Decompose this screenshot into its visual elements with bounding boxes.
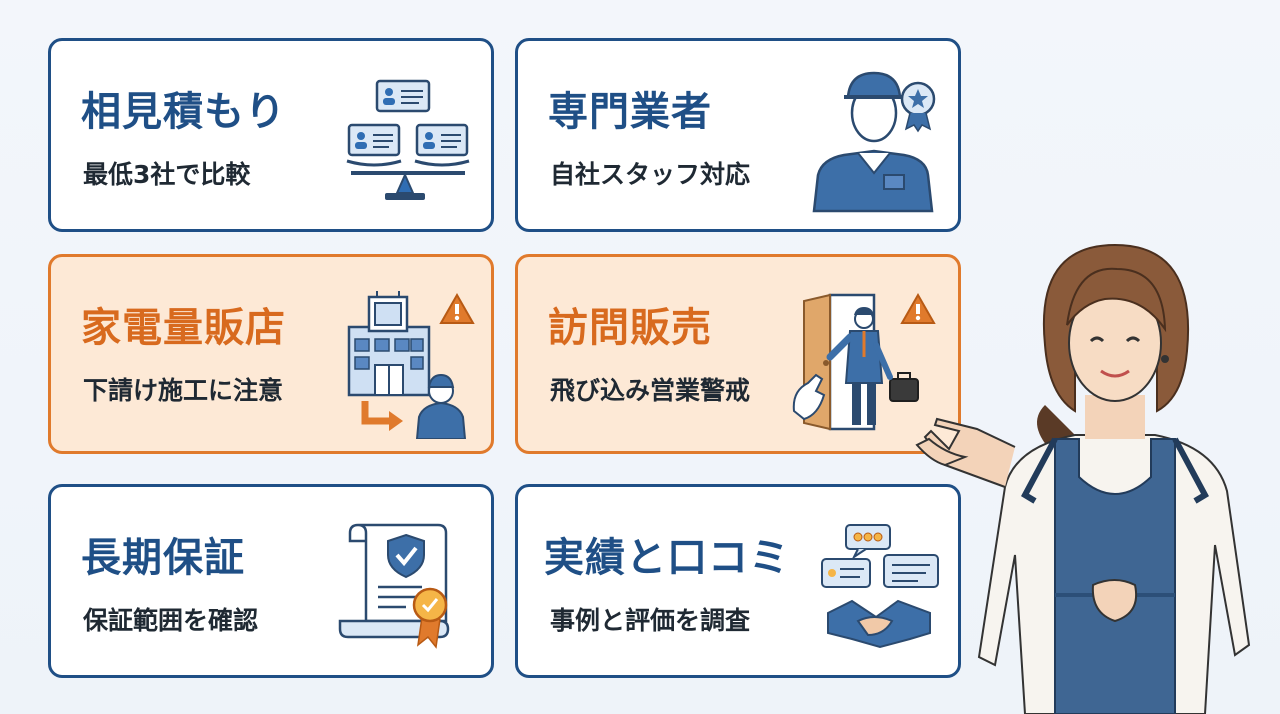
card-title: 訪問販売 [548, 305, 712, 351]
card-subtitle: 飛び込み営業警戒 [550, 376, 751, 405]
card-title: 実績と口コミ [544, 535, 790, 581]
card-subtitle: 自社スタッフ対応 [550, 160, 751, 189]
card-title: 相見積もり [81, 89, 286, 135]
card-subtitle: 事例と評価を調査 [550, 606, 751, 635]
card-long-warranty: 長期保証 保証範囲を確認 [48, 484, 494, 678]
card-electronics-retailer: 家電量販店 下請け施工に注意 [48, 254, 494, 454]
card-subtitle: 保証範囲を確認 [83, 606, 259, 635]
card-specialist: 専門業者 自社スタッフ対応 [515, 38, 961, 232]
door-salesman-warning-icon [792, 292, 936, 431]
reviews-handshake-icon [821, 524, 939, 649]
card-title: 家電量販店 [81, 305, 286, 351]
card-door-to-door-sales: 訪問販売 飛び込み営業警戒 [515, 254, 961, 454]
card-title: 専門業者 [548, 89, 712, 135]
warranty-certificate-icon [338, 523, 450, 649]
card-comparison-quotes: 相見積もり 最低3社で比較 [48, 38, 494, 232]
card-subtitle: 下請け施工に注意 [83, 376, 284, 405]
presenter-woman-apron-icon [915, 243, 1251, 714]
technician-badge-icon [812, 71, 936, 213]
card-subtitle: 最低3社で比較 [83, 160, 251, 189]
card-track-record-reviews: 実績と口コミ 事例と評価を調査 [515, 484, 961, 678]
balance-scale-profiles-icon [346, 79, 470, 200]
card-title: 長期保証 [81, 535, 245, 581]
store-subcontract-warning-icon [347, 291, 475, 439]
